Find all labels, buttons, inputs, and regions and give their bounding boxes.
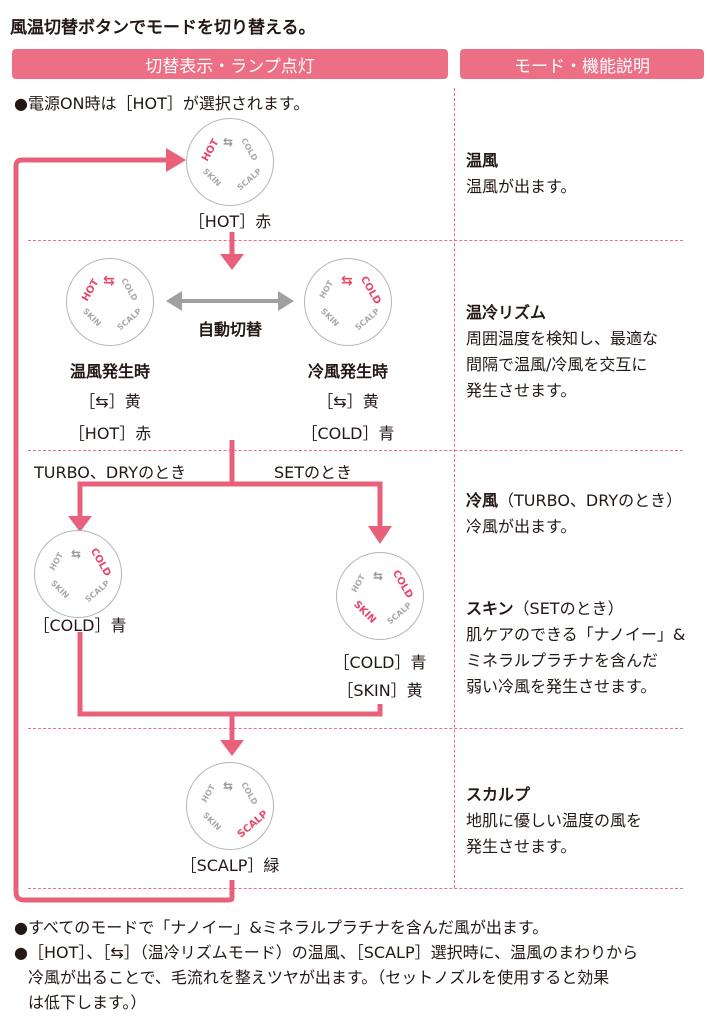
return-loop-line — [13, 157, 235, 903]
switch-icon: ⇆ — [223, 135, 234, 149]
dial-label-cold: COLD — [389, 568, 415, 601]
header-mode-description: モード・機能説明 — [460, 49, 704, 79]
row-divider-3 — [28, 728, 683, 729]
mode-desc-line: 間隔で温風/冷風を交互に — [466, 355, 648, 374]
dial-label-hot: HOT — [200, 137, 222, 164]
arrowhead-auto — [220, 254, 244, 270]
switch-icon: ⇆ — [103, 273, 115, 289]
merge-line-bottom — [77, 632, 383, 717]
scalp-lamp-label: ［SCALP］緑 — [180, 856, 280, 875]
mode-desc-line: 肌ケアのできる「ナノイー」& — [466, 625, 686, 644]
dial-skin: HOT ⇆ COLD SKIN SCALP — [336, 552, 424, 640]
warm-lamp-label: ［⇆］黄 — [79, 392, 141, 411]
branch-left-line — [77, 440, 235, 520]
footnote-line: は低下します。） — [28, 993, 147, 1012]
dial-label-cold: COLD — [357, 274, 383, 307]
mode-desc-line: 地肌に優しい温度の風を — [466, 811, 643, 830]
dial-label-skin: SKIN — [80, 306, 103, 329]
dial-label-cold: COLD — [239, 136, 260, 163]
branch-right-line — [232, 481, 383, 528]
switch-icon: ⇆ — [373, 569, 384, 583]
mode-hot: 温風 温風が出ます。 — [466, 148, 576, 200]
warm-sub-label: ［HOT］赤 — [68, 424, 152, 443]
skin-lamp-label-1: ［COLD］青 — [333, 653, 427, 672]
arrowhead-return — [166, 148, 186, 172]
dial-label-skin: SKIN — [318, 306, 341, 329]
dial-label-scalp: SCALP — [235, 166, 264, 193]
arrowhead-cold — [68, 516, 92, 532]
dial-hot: HOT ⇆ COLD SKIN SCALP — [186, 118, 274, 206]
dial-label-cold: COLD — [119, 276, 140, 303]
mode-condition: （SETのとき） — [513, 599, 624, 618]
mode-desc-line: 弱い冷風を発生させます。 — [466, 677, 657, 696]
column-divider — [454, 88, 455, 888]
mode-cold: 冷風（TURBO、DRYのとき） 冷風が出ます。 — [466, 488, 682, 540]
mode-name: 温冷リズム — [466, 303, 547, 322]
dial-label-hot: HOT — [199, 783, 218, 804]
mode-name: 冷風 — [466, 491, 499, 510]
dial-label-skin: SKIN — [351, 599, 378, 626]
cool-sub-label: ［COLD］青 — [301, 424, 395, 443]
mode-skin: スキン（SETのとき） 肌ケアのできる「ナノイー」& ミネラルプラチナを含んだ … — [466, 596, 685, 700]
mode-desc-line: 周囲温度を検知し、最適な — [466, 329, 659, 348]
dial-label-hot: HOT — [80, 277, 102, 304]
footnote-line: ●［HOT］、［⇆］（温冷リズムモード）の温風、［SCALP］選択時に、温風のま… — [14, 943, 639, 962]
dial-label-hot: HOT — [317, 279, 336, 300]
dial-label-scalp: SCALP — [385, 600, 414, 627]
footnotes: ●すべてのモードで「ナノイー」&ミネラルプラチナを含んだ風が出ます。 ●［HOT… — [14, 915, 638, 1015]
page-title: 風温切替ボタンでモードを切り替える。 — [10, 18, 316, 38]
mode-condition: （TURBO、DRYのとき） — [498, 491, 683, 510]
mode-desc-line: 冷風が出ます。 — [466, 517, 577, 536]
mode-desc-line: 温風が出ます。 — [466, 177, 577, 196]
mode-name: スカルプ — [466, 785, 531, 804]
dial-label-scalp: SCALP — [115, 306, 144, 333]
footnote-line: ●すべてのモードで「ナノイー」&ミネラルプラチナを含んだ風が出ます。 — [14, 918, 549, 937]
dial-auto-cool: HOT ⇆ COLD SKIN SCALP — [304, 258, 392, 346]
mode-desc-line: 発生させます。 — [466, 837, 577, 856]
footnote-line: 冷風が出ることで、毛流れを整えツヤが出ます。（セットノズルを使用すると効果 — [28, 968, 610, 987]
dial-label-hot: HOT — [47, 551, 66, 572]
row-divider-1 — [28, 240, 683, 241]
row-divider-2 — [28, 450, 683, 451]
mode-name: スキン — [466, 599, 514, 618]
skin-lamp-label-2: ［SKIN］黄 — [337, 681, 423, 700]
row-divider-4 — [28, 888, 683, 889]
mode-scalp: スカルプ 地肌に優しい温度の風を 発生させます。 — [466, 782, 642, 860]
dial-label-skin: SKIN — [48, 578, 71, 601]
dial-label-scalp: SCALP — [83, 578, 112, 605]
mode-desc-line: 発生させます。 — [466, 381, 577, 400]
dial-scalp: HOT ⇆ COLD SKIN SCALP — [186, 762, 274, 850]
mode-name: 温風 — [466, 151, 499, 170]
power-on-note: ●電源ON時は［HOT］が選択されます。 — [14, 94, 310, 113]
dial-label-skin: SKIN — [200, 166, 223, 189]
mode-desc-line: ミネラルプラチナを含んだ — [466, 651, 659, 670]
dial-label-skin: SKIN — [200, 810, 223, 833]
dial-label-cold: COLD — [239, 780, 260, 807]
dial-auto-warm: HOT ⇆ COLD SKIN SCALP — [66, 258, 154, 346]
cold-lamp-label: ［COLD］青 — [33, 616, 127, 635]
cool-lamp-label: ［⇆］黄 — [317, 392, 379, 411]
dial-label-hot: HOT — [349, 573, 368, 594]
arrowhead-scalp — [220, 740, 244, 756]
warm-title: 温風発生時 — [69, 362, 150, 381]
switch-icon: ⇆ — [223, 779, 234, 793]
branch-left-label: TURBO、DRYのとき — [34, 463, 187, 482]
dial-cold: HOT ⇆ COLD SKIN SCALP — [34, 530, 122, 618]
header-display-lamp: 切替表示・ランプ点灯 — [12, 49, 448, 79]
auto-switch-double-arrow — [166, 291, 294, 311]
dial-label-cold: COLD — [87, 546, 113, 579]
auto-switch-label: 自動切替 — [197, 320, 262, 339]
dial-label-scalp: SCALP — [353, 306, 382, 333]
arrowhead-skin — [368, 526, 392, 544]
hot-lamp-label: ［HOT］赤 — [188, 212, 272, 231]
switch-icon: ⇆ — [341, 273, 353, 289]
branch-right-label: SETのとき — [274, 463, 353, 482]
mode-rhythm: 温冷リズム 周囲温度を検知し、最適な 間隔で温風/冷風を交互に 発生させます。 — [466, 300, 658, 404]
switch-icon: ⇆ — [71, 547, 82, 561]
cool-title: 冷風発生時 — [307, 362, 388, 381]
